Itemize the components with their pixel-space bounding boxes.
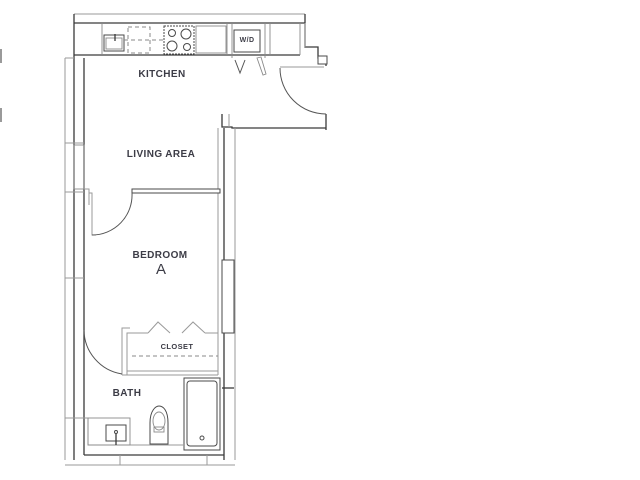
unit-label: A [155,261,167,278]
exterior-walls [64,13,328,466]
bathtub [183,377,221,451]
room-label-bedroom: BEDROOM [132,250,188,261]
kitchen-sink [103,34,125,52]
washer-dryer [233,29,261,53]
bedroom-wall [84,188,221,236]
laundry-bifold-door [234,56,267,76]
entry-door [279,66,327,115]
refrigerator [195,25,227,54]
cooktop [163,25,195,55]
room-label-bath: BATH [112,388,142,399]
kitchen-counter [74,23,301,58]
washer-dryer-label: W/D [239,37,255,44]
bathroom-sink [65,417,184,446]
dishwasher [124,26,164,54]
toilet [149,405,169,445]
bath-door [83,329,123,375]
room-label-closet: CLOSET [160,342,194,351]
edge-mark-top [0,49,2,63]
edge-mark-bottom [0,108,2,122]
room-label-living-area: LIVING AREA [126,149,196,160]
closet [121,321,218,376]
room-label-kitchen: KITCHEN [138,69,186,80]
